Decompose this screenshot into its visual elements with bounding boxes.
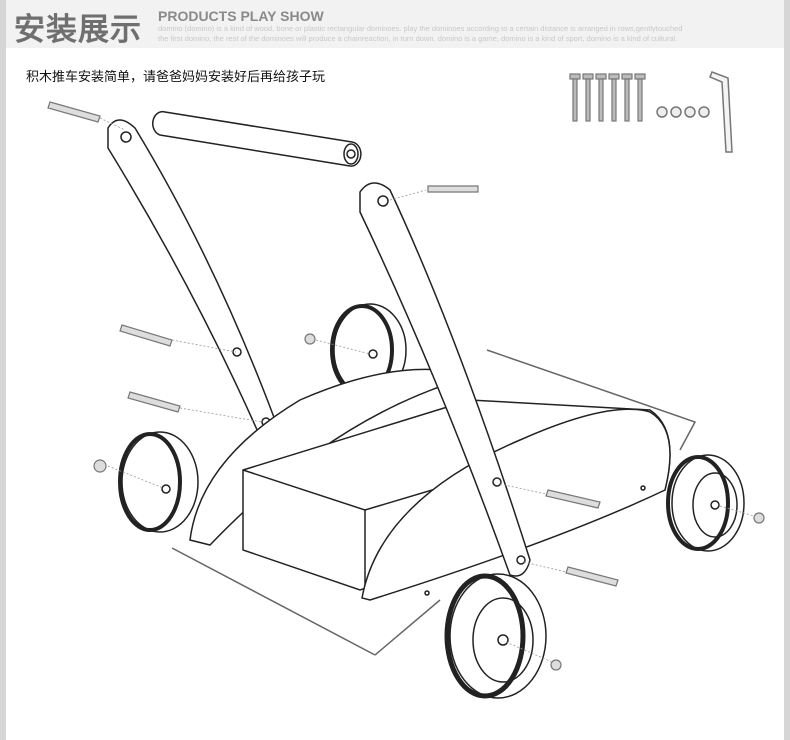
left-upright-arm [107, 119, 276, 435]
rear-right-wheel [666, 454, 745, 552]
title-chinese: 安装展示 [14, 12, 142, 48]
header-banner: 安装展示 PRODUCTS PLAY SHOW domino (domino) … [6, 0, 784, 48]
ground-lines [171, 349, 697, 656]
front-left-wheel [118, 431, 199, 533]
handle-bar [152, 110, 362, 167]
cart-side-right [361, 408, 671, 601]
front-right-wheel [444, 573, 547, 699]
left-border [0, 0, 6, 740]
nuts-kit-icon [656, 106, 710, 118]
description-line-2: the first domino, the rest of the domino… [158, 34, 678, 43]
right-upright-arm [359, 182, 531, 577]
hex-key-icon [709, 71, 733, 153]
description-line-1: domino (domino) is a kind of wood, bone … [158, 24, 683, 33]
assembly-instruction: 积木推车安装简单，请爸爸妈妈安装好后再给孩子玩 [26, 70, 326, 85]
title-english: PRODUCTS PLAY SHOW [158, 8, 324, 24]
guide-lines [99, 117, 755, 663]
bolts [47, 101, 765, 671]
right-border [784, 0, 790, 740]
screws-kit-icon [569, 73, 646, 122]
